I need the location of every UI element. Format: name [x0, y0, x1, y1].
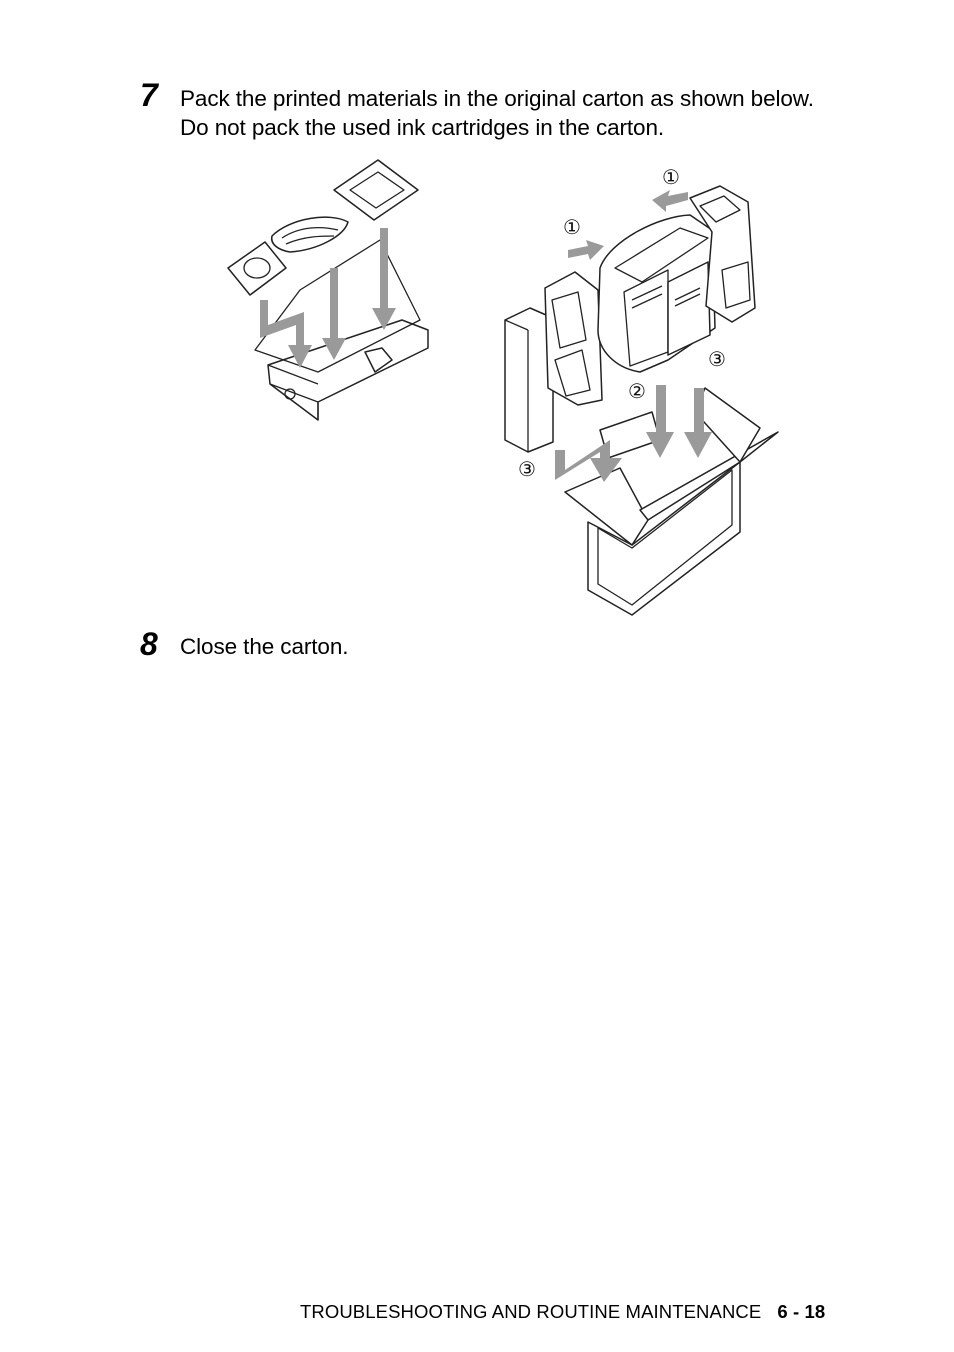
callout-3-left: ③ [518, 457, 536, 481]
packing-illustration: ① ① ② ③ ③ [227, 159, 779, 616]
foam-end-cap-right [689, 185, 756, 323]
step-8-text: Close the carton. [180, 632, 348, 661]
footer-page-number: 6 - 18 [777, 1301, 826, 1322]
arrow-cable [322, 268, 346, 360]
arrow-side-block [555, 440, 622, 482]
step-7-line-1: Pack the printed materials in the origin… [180, 86, 814, 111]
printer-panel-line [631, 293, 663, 309]
step-8-line-1: Close the carton. [180, 634, 349, 659]
arrow-foam-left [568, 240, 604, 260]
box-edge [269, 383, 319, 403]
foam-cap-detail [699, 195, 741, 223]
accessory-box-inner [254, 239, 421, 373]
foam-end-cap-left [544, 271, 603, 406]
accessory-box [267, 319, 429, 421]
step-7-text: Pack the printed materials in the origin… [180, 84, 814, 142]
foam-side-block [504, 307, 554, 453]
sheet-line [674, 293, 701, 307]
cd-disc [243, 257, 271, 279]
printed-materials-group [227, 159, 429, 421]
arrow-manual [372, 228, 396, 330]
step-7-line-2: Do not pack the used ink cartridges in t… [180, 115, 665, 140]
foam-cap-detail [551, 291, 587, 349]
arrow-foam-block-down [684, 388, 712, 458]
printer-side-sheet [667, 261, 711, 356]
arrow-foam-right [652, 190, 688, 212]
cable-bundle [270, 216, 349, 253]
box-edge [267, 364, 319, 385]
arrow-printer-down [646, 385, 674, 458]
callout-3-right: ③ [708, 347, 726, 371]
manual-cover [349, 171, 405, 209]
foam-cap-detail [554, 349, 591, 397]
manual-booklet [333, 159, 419, 221]
cd-rom-sleeve [227, 241, 287, 296]
page-footer: TROUBLESHOOTING AND ROUTINE MAINTENANCE 6… [300, 1301, 825, 1323]
callout-2: ② [628, 379, 646, 403]
callout-1-left: ① [563, 215, 581, 239]
callout-1-top: ① [662, 165, 680, 189]
printer-top-tray [614, 227, 709, 283]
printer-panel-line [631, 285, 663, 301]
step-7-number: 7 [140, 77, 158, 113]
sheet-line [674, 287, 701, 301]
foam-edge [504, 319, 529, 331]
carton-inner [597, 469, 733, 606]
footer-section-title: TROUBLESHOOTING AND ROUTINE MAINTENANCE [300, 1301, 762, 1322]
foam-cap-detail [721, 261, 751, 309]
printer-packing-group: ① ① ② ③ ③ [504, 165, 779, 616]
arrow-cd [260, 300, 312, 368]
box-hole [284, 388, 296, 400]
step-8-number: 8 [140, 626, 158, 662]
box-tab [364, 347, 393, 373]
cable-coils [281, 226, 339, 245]
